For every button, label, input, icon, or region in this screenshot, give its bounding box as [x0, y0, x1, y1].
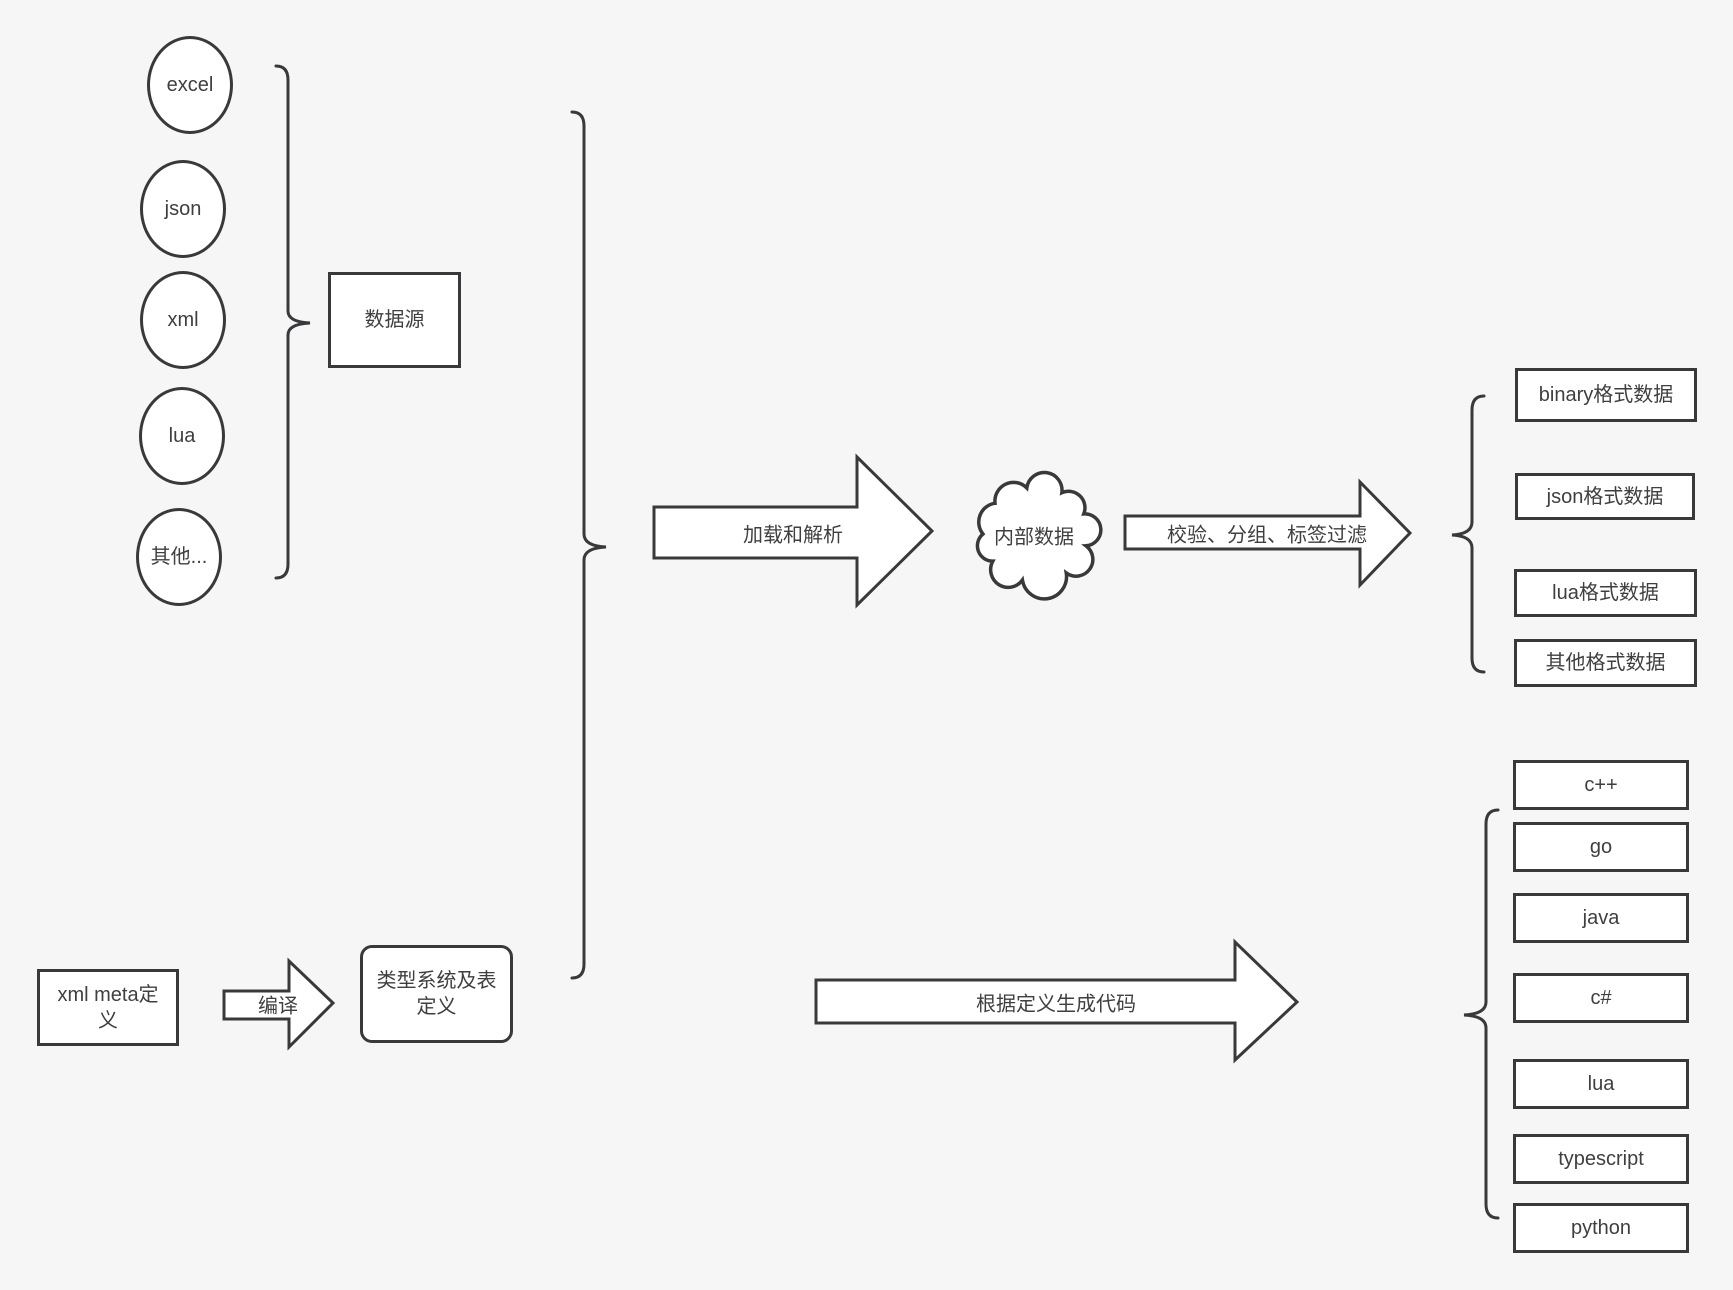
language-box-csharp: c# — [1513, 973, 1689, 1023]
data-source-box: 数据源 — [328, 272, 461, 368]
language-box-lua: lua — [1513, 1059, 1689, 1109]
source-label-lua: lua — [168, 425, 196, 447]
format-label-other: 其他格式数据 — [1545, 652, 1666, 674]
xml-meta-definition-box: xml meta定 义 — [37, 969, 179, 1046]
data-source-label: 数据源 — [364, 309, 425, 331]
load-parse-arrow-label: 加载和解析 — [743, 524, 843, 547]
format-box-json: json格式数据 — [1515, 473, 1695, 520]
language-box-cpp: c++ — [1513, 760, 1689, 810]
source-ellipse-other: 其他... — [136, 508, 222, 606]
format-label-json: json格式数据 — [1546, 485, 1664, 508]
language-label-cpp: c++ — [1584, 774, 1618, 796]
language-box-typescript: typescript — [1513, 1134, 1689, 1184]
language-label-lua: lua — [1587, 1073, 1615, 1095]
source-label-excel: excel — [166, 74, 214, 96]
format-box-binary: binary格式数据 — [1515, 368, 1697, 422]
language-box-go: go — [1513, 822, 1689, 872]
language-label-go: go — [1589, 836, 1613, 858]
main-input-brace — [570, 110, 607, 980]
format-box-lua: lua格式数据 — [1514, 569, 1697, 617]
language-box-java: java — [1513, 893, 1689, 943]
format-label-binary: binary格式数据 — [1538, 384, 1674, 406]
formats-brace — [1451, 394, 1486, 674]
source-label-other: 其他... — [150, 546, 208, 568]
sources-brace — [274, 64, 311, 580]
language-label-typescript: typescript — [1558, 1148, 1644, 1170]
source-ellipse-json: json — [140, 160, 226, 258]
language-box-python: python — [1513, 1203, 1689, 1253]
languages-brace — [1463, 808, 1500, 1220]
language-label-python: python — [1570, 1217, 1632, 1239]
source-ellipse-excel: excel — [147, 36, 233, 134]
type-system-box: 类型系统及表 定义 — [360, 945, 513, 1043]
internal-data-label: 内部数据 — [994, 526, 1074, 549]
xml-meta-definition-label: xml meta定 义 — [57, 983, 159, 1032]
type-system-label: 类型系统及表 定义 — [376, 970, 497, 1018]
compile-arrow-label: 编译 — [258, 995, 298, 1018]
source-label-xml: xml — [167, 309, 199, 331]
filter-arrow-label: 校验、分组、标签过滤 — [1167, 524, 1367, 547]
source-ellipse-lua: lua — [139, 387, 225, 485]
source-ellipse-xml: xml — [140, 271, 226, 369]
source-label-json: json — [164, 198, 202, 220]
format-label-lua: lua格式数据 — [1552, 582, 1659, 604]
generate-code-arrow-label: 根据定义生成代码 — [976, 993, 1136, 1016]
language-label-java: java — [1582, 907, 1620, 929]
language-label-csharp: c# — [1590, 987, 1612, 1009]
format-box-other: 其他格式数据 — [1514, 639, 1697, 687]
